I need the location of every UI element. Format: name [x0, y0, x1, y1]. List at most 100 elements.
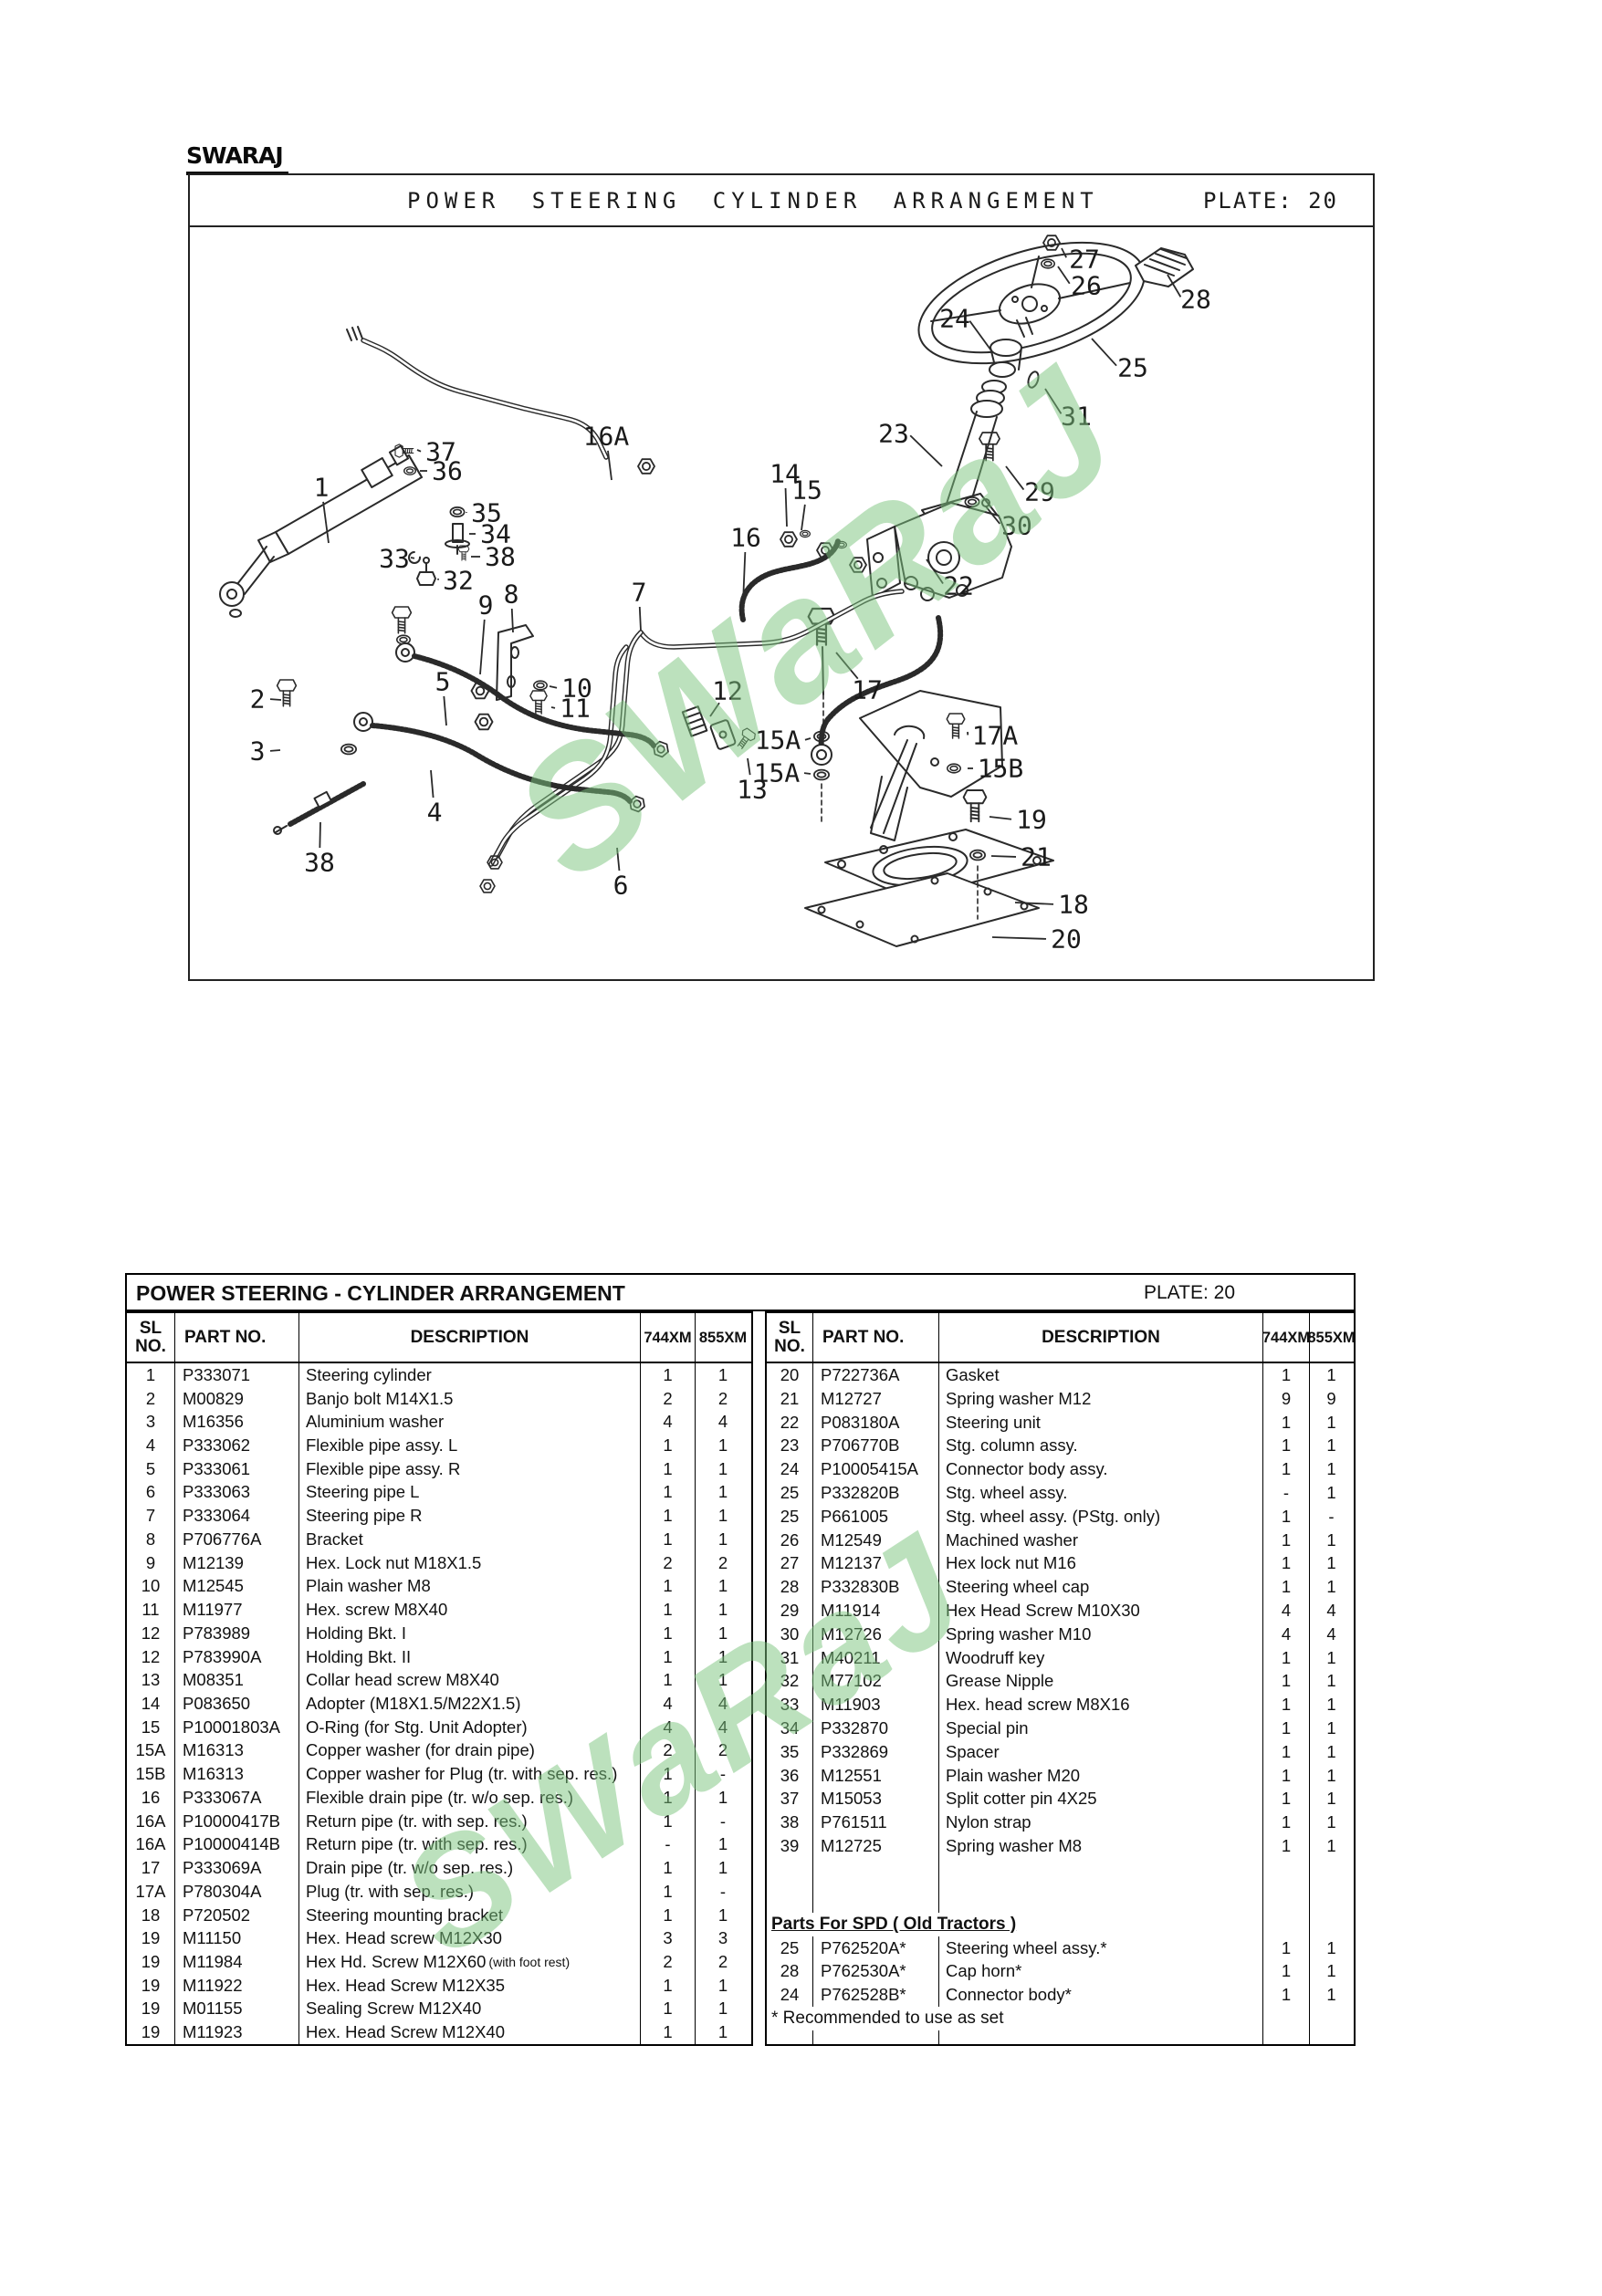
callout-7: 7	[632, 577, 647, 607]
callout-leader	[991, 935, 1047, 940]
callout-leader	[322, 501, 330, 543]
callout-21: 21	[1021, 841, 1052, 871]
callout-28: 28	[1180, 284, 1211, 314]
callout-16A: 16A	[583, 421, 630, 451]
callout-1: 1	[314, 472, 330, 502]
callout-6: 6	[613, 870, 629, 900]
table-spacer-end	[767, 2030, 1354, 2044]
callout-leader	[985, 505, 1000, 524]
callout-23: 23	[878, 418, 909, 448]
callout-leader	[1014, 901, 1054, 905]
callout-14: 14	[770, 458, 801, 488]
callout-16: 16	[730, 522, 761, 552]
col-744xm-header: 744XM	[1262, 1313, 1310, 1362]
callout-leader	[549, 684, 558, 689]
col-desc-header: DESCRIPTION	[299, 1313, 641, 1362]
spd-section-title: Parts For SPD ( Old Tractors )	[767, 1913, 1263, 1936]
callout-35: 35	[471, 497, 502, 527]
parts-table-titlebar: POWER STEERING - CYLINDER ARRANGEMENT PL…	[125, 1273, 1356, 1311]
col-desc-header: DESCRIPTION	[939, 1313, 1263, 1362]
table-spacer	[767, 1858, 1354, 1913]
callout-leader	[1091, 337, 1117, 366]
callout-24: 24	[939, 303, 970, 333]
callout-leader	[430, 769, 435, 798]
callout-17A: 17A	[972, 720, 1019, 750]
callout-leader	[926, 558, 944, 584]
callout-leader	[1005, 464, 1025, 490]
callout-leader	[804, 736, 811, 741]
callout-33: 33	[379, 543, 410, 573]
callout-29: 29	[1024, 476, 1055, 506]
col-part-header: PART NO.	[813, 1313, 939, 1362]
callout-leader	[443, 695, 447, 725]
diagram-artwork	[219, 234, 1194, 947]
callout-leader	[989, 815, 1012, 820]
callout-37: 37	[425, 436, 456, 466]
callout-25: 25	[1117, 352, 1148, 382]
diagram-panel: POWER STEERING CYLINDER ARRANGEMENT PLAT…	[188, 173, 1375, 981]
col-855xm-header: 855XM	[698, 1329, 748, 1346]
callout-leader	[969, 319, 994, 354]
callout-leader	[990, 854, 1017, 858]
callout-leader	[709, 702, 720, 717]
callout-15: 15	[791, 475, 822, 505]
footnote-row: * Recommended to use as set	[767, 2007, 1354, 2030]
callout-22: 22	[943, 570, 974, 600]
callout-31: 31	[1061, 401, 1092, 431]
callout-leader	[1057, 265, 1071, 284]
callout-17: 17	[852, 674, 883, 704]
callout-27: 27	[1069, 244, 1100, 274]
diagram-title: POWER STEERING CYLINDER ARRANGEMENT	[407, 188, 1099, 214]
diagram-titlebar: POWER STEERING CYLINDER ARRANGEMENT PLAT…	[190, 175, 1373, 227]
callout-30: 30	[1001, 510, 1032, 540]
callout-leader	[269, 748, 281, 752]
callout-15A: 15A	[755, 725, 801, 755]
callout-leader	[742, 551, 747, 603]
callout-9: 9	[478, 590, 494, 620]
parts-table-title: POWER STEERING - CYLINDER ARRANGEMENT	[136, 1281, 625, 1305]
callout-10: 10	[561, 673, 592, 703]
parts-table-plate-label: PLATE: 20	[1144, 1282, 1235, 1303]
callout-leader	[747, 757, 751, 775]
table-footnote: * Recommended to use as set	[767, 2007, 1263, 2030]
parts-diagram: 12345678910111213141515A15A15B1616A1717A…	[219, 234, 1211, 954]
callout-38: 38	[304, 847, 335, 877]
